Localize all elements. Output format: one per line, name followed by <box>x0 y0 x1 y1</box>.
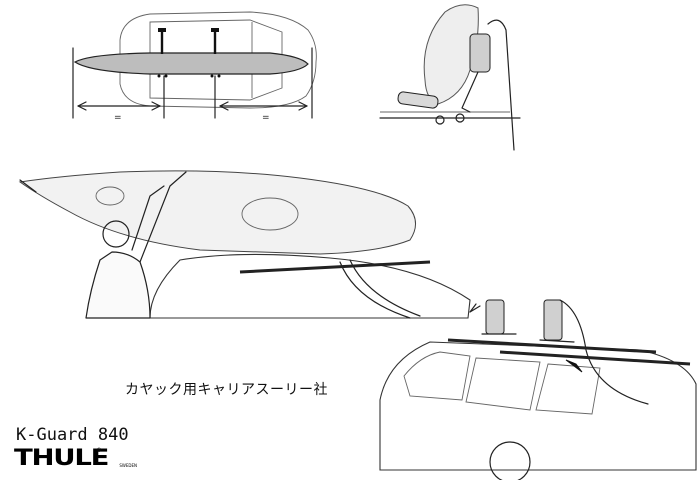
loading-scene <box>18 170 471 319</box>
k-guard-carrier-right <box>539 299 575 343</box>
suv-roof-bar-front <box>447 338 657 354</box>
suv-scene <box>379 299 697 480</box>
suv-wheel <box>489 441 531 480</box>
k-guard-carrier-left <box>481 299 517 335</box>
arrow-indicator <box>565 359 583 373</box>
carrier-detail-diagram <box>379 4 521 151</box>
strap-detail <box>487 19 515 151</box>
kayak-cockpit <box>241 197 299 231</box>
dimension-lines <box>72 47 313 119</box>
carrier-mounts-top <box>160 30 217 54</box>
left-dimension-label: = <box>114 113 122 123</box>
thule-logo: THULE ® SWEDEN <box>14 446 137 471</box>
strap-on-suv <box>559 299 649 405</box>
roof-bar <box>239 260 431 274</box>
strap-over-roof <box>339 261 411 319</box>
logo-registered-mark: ® <box>96 447 102 454</box>
kayak-being-loaded <box>18 170 416 255</box>
logo-subtext: SWEDEN <box>119 463 137 468</box>
suv-window-2 <box>465 357 541 411</box>
model-name: K-Guard 840 <box>16 425 129 445</box>
kayak-top-view <box>73 52 309 75</box>
logo-wordmark: THULE <box>14 446 109 471</box>
cradle-detail <box>397 91 439 109</box>
carrier-pad <box>469 33 491 73</box>
mount-caps <box>157 28 221 78</box>
suv-window-1 <box>403 351 471 401</box>
right-dimension-label: = <box>262 113 270 123</box>
person <box>85 171 187 319</box>
product-caption: カヤック用キャリアスーリー社 <box>125 382 328 398</box>
suv-roof-bar-rear <box>499 350 691 366</box>
car-roof-side <box>149 253 471 319</box>
top-view-diagram: = = <box>72 11 317 123</box>
